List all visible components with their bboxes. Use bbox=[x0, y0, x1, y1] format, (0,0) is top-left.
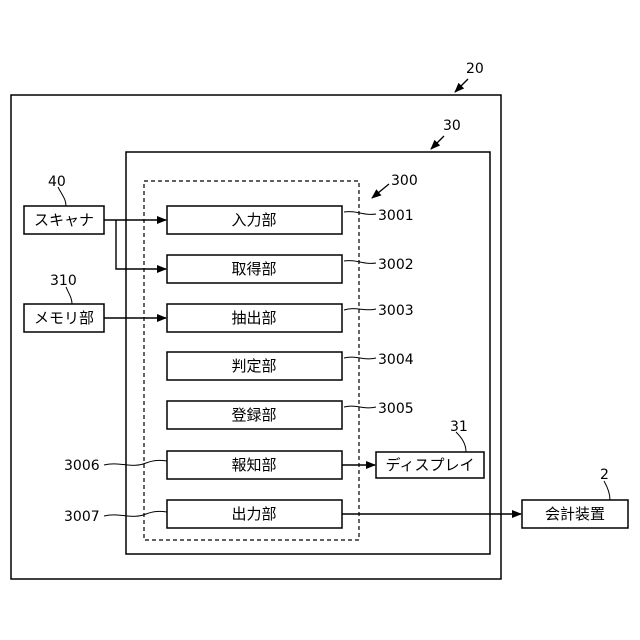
unit-ref: 30 bbox=[443, 118, 461, 134]
device-ref: 20 bbox=[466, 61, 484, 77]
memory-ref: 310 bbox=[50, 273, 77, 289]
notify-label: 報知部 bbox=[231, 456, 276, 474]
group-ref: 300 bbox=[391, 173, 418, 189]
output-ref: 3007 bbox=[64, 509, 100, 525]
display-ref: 31 bbox=[450, 419, 468, 435]
accounting-label: 会計装置 bbox=[545, 505, 605, 523]
accounting-ref: 2 bbox=[600, 467, 609, 483]
memory-label: メモリ部 bbox=[34, 309, 94, 327]
extract-ref: 3003 bbox=[378, 303, 414, 319]
judge-label: 判定部 bbox=[231, 357, 276, 375]
output-leader bbox=[104, 511, 167, 516]
register-ref: 3005 bbox=[378, 401, 414, 417]
notify-ref: 3006 bbox=[64, 458, 100, 474]
arrow-scanner-to-acquire bbox=[116, 220, 166, 269]
acquire-leader bbox=[344, 261, 376, 264]
device-ref-arrow bbox=[455, 79, 468, 92]
output-label: 出力部 bbox=[231, 505, 276, 523]
acquire-label: 取得部 bbox=[231, 260, 276, 278]
display-label: ディスプレイ bbox=[386, 456, 475, 474]
group-ref-arrow bbox=[372, 184, 389, 198]
unit-ref-arrow bbox=[431, 136, 444, 149]
judge-ref: 3004 bbox=[378, 352, 414, 368]
extract-label: 抽出部 bbox=[231, 309, 276, 327]
judge-leader bbox=[344, 357, 376, 359]
notify-leader bbox=[104, 460, 167, 465]
scanner-ref: 40 bbox=[48, 174, 66, 190]
input-label: 入力部 bbox=[231, 211, 276, 229]
accounting-leader bbox=[604, 481, 610, 500]
memory-leader bbox=[66, 287, 72, 304]
display-leader bbox=[456, 432, 466, 452]
register-leader bbox=[344, 406, 376, 408]
input-leader bbox=[344, 212, 376, 215]
acquire-ref: 3002 bbox=[378, 257, 414, 273]
register-label: 登録部 bbox=[231, 406, 276, 424]
scanner-label: スキャナ bbox=[34, 211, 94, 229]
extract-leader bbox=[344, 309, 376, 310]
input-ref: 3001 bbox=[378, 208, 414, 224]
